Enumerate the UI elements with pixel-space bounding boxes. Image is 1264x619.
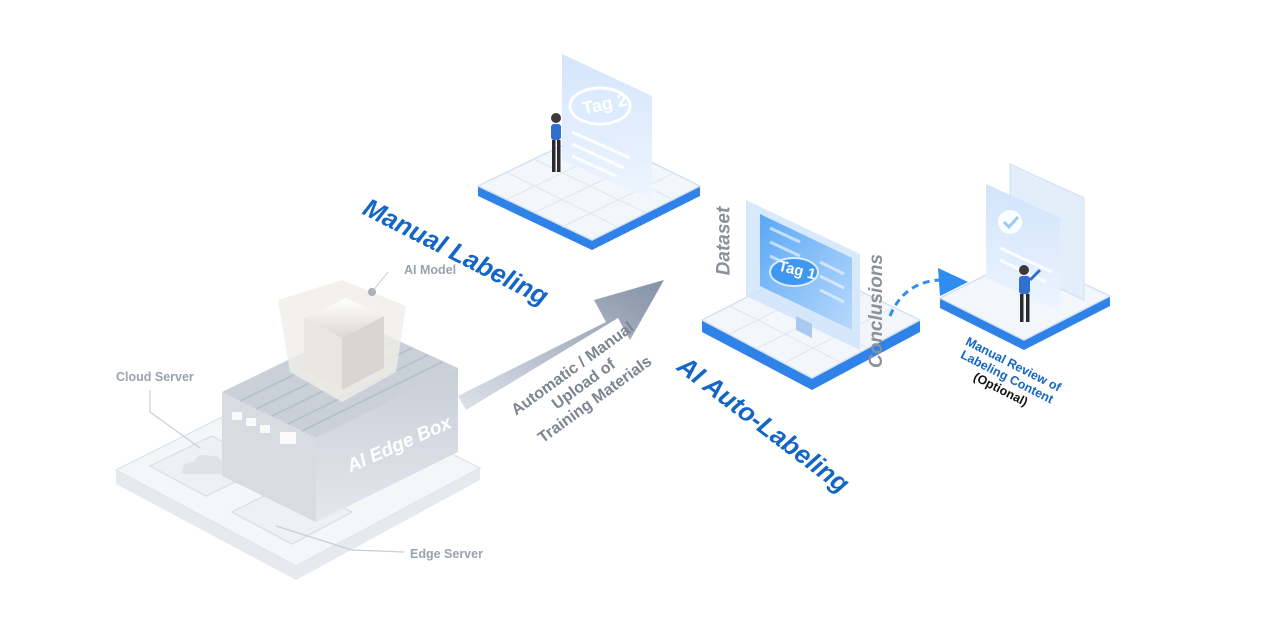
cloud-server-leader <box>149 390 201 449</box>
tag2-bubble <box>568 86 632 126</box>
person-review <box>1019 265 1042 322</box>
tag1-bubble <box>769 257 819 287</box>
manual-platform-side <box>478 186 700 250</box>
review-arrow-head <box>938 268 968 296</box>
edge-server-leader <box>275 525 405 553</box>
ai-model-cube-top <box>304 298 384 338</box>
manual-labeling-group <box>476 54 702 250</box>
monitor-stand <box>796 316 812 338</box>
edge-box-side-left <box>222 392 316 522</box>
person-manual <box>551 113 561 172</box>
auto-labeling-group <box>700 200 922 390</box>
cloud-server-label: Cloud Server <box>116 370 194 384</box>
edge-box-ports <box>232 412 296 444</box>
edge-box-group <box>114 271 482 580</box>
ai-model-cube-left <box>304 318 342 390</box>
dataset-label: Dataset <box>713 206 735 276</box>
edge-server-label: Edge Server <box>410 547 483 561</box>
upload-arrow <box>458 280 664 410</box>
auto-platform-side <box>702 320 920 390</box>
review-group <box>938 163 1112 350</box>
ai-model-label: AI Model <box>404 263 457 277</box>
review-platform-side <box>940 296 1110 350</box>
ai-model-cube-right <box>342 316 384 390</box>
review-dashed-arrow <box>888 278 941 317</box>
edge-box-side-right <box>316 368 458 522</box>
check-icon <box>998 210 1022 234</box>
cloud-icon <box>180 454 228 474</box>
conclusions-label: Conclusions <box>866 253 888 369</box>
